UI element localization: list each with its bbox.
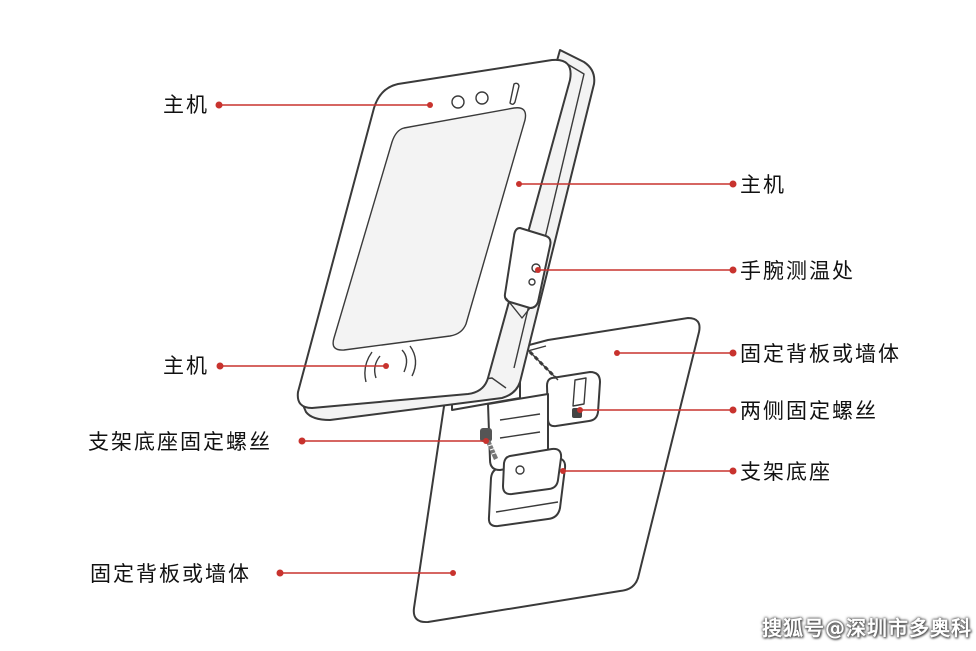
- label-host-right: 主机: [740, 173, 786, 197]
- leader-lines: [215, 101, 737, 577]
- label-bracket-base: 支架底座: [740, 460, 832, 484]
- label-backplate-right: 固定背板或墙体: [740, 342, 901, 366]
- label-side-screws: 两侧固定螺丝: [740, 399, 878, 423]
- label-backplate-bottom: 固定背板或墙体: [90, 562, 251, 586]
- bracket-base-illustration: [451, 339, 601, 528]
- label-wrist-temp: 手腕测温处: [740, 259, 855, 283]
- host-device-illustration: [296, 49, 596, 421]
- base-screw-illustration: [480, 428, 499, 460]
- label-host-left: 主机: [163, 354, 209, 378]
- callout-labels: 主机 主机 手腕测温处 固定背板或墙体 两侧固定螺丝 主机 支架底座固定螺丝 支…: [88, 93, 901, 586]
- watermark: 搜狐号@深圳市多奥科: [762, 616, 972, 640]
- label-host-top: 主机: [163, 93, 209, 117]
- label-bracket-base-screw: 支架底座固定螺丝: [88, 430, 272, 454]
- wrist-temp-module-illustration: [503, 227, 552, 319]
